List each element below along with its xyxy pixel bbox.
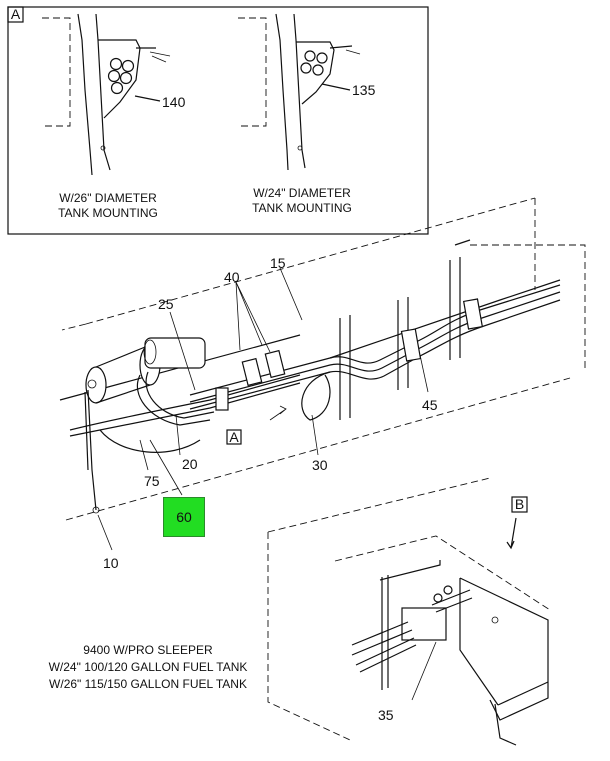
callout-30: 30 (312, 457, 328, 473)
view-a-letter: A (229, 429, 239, 445)
callout-45: 45 (422, 397, 438, 413)
left-caption-line1: W/26" DIAMETER (59, 191, 157, 205)
callout-75: 75 (144, 473, 160, 489)
bracket-24in-drawing (238, 13, 361, 171)
callout-10: 10 (103, 555, 119, 571)
callout-25: 25 (158, 296, 174, 312)
note-line2: W/24" 100/120 GALLON FUEL TANK (49, 660, 248, 674)
leader-lines (97, 267, 429, 551)
callout-20: 20 (182, 456, 198, 472)
inset-frame (7, 6, 429, 235)
note-line1: 9400 W/PRO SLEEPER (83, 643, 213, 657)
right-caption-line2: TANK MOUNTING (252, 201, 352, 215)
fuel-lines (69, 279, 561, 453)
inset-a: A (7, 6, 429, 235)
callout-15: 15 (270, 255, 286, 271)
callout-40: 40 (224, 269, 240, 285)
callout-35: 35 (378, 707, 394, 723)
callout-140: 140 (162, 94, 186, 110)
fuel-filter-assembly (84, 337, 206, 514)
right-caption-line1: W/24" DIAMETER (253, 186, 351, 200)
note-line3: W/26" 115/150 GALLON FUEL TANK (49, 677, 247, 691)
view-b-drawing (267, 477, 551, 746)
callout-135: 135 (352, 82, 376, 98)
inset-letter-box (7, 6, 24, 23)
view-b-letter: B (515, 496, 524, 512)
view-a-box (226, 429, 242, 445)
left-caption-line2: TANK MOUNTING (58, 206, 158, 220)
callout-60: 60 (176, 509, 192, 525)
callout-60-highlight[interactable]: 60 (163, 497, 205, 537)
inset-letter: A (11, 6, 21, 22)
bracket-26in-drawing (42, 13, 171, 176)
